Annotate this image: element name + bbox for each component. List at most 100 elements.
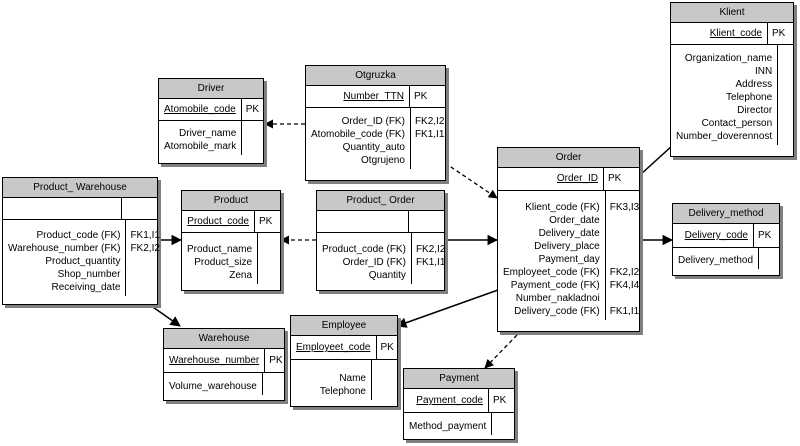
field: INN (754, 66, 773, 77)
field: Method_payment (409, 421, 487, 432)
entity-title: Delivery_method (673, 204, 779, 224)
attribute-section: Method_payment (404, 413, 514, 435)
pk-tag: PK (380, 342, 394, 353)
pk-section: Atomobile_code PK (159, 99, 263, 121)
pk-section: Klient_code PK (671, 23, 793, 45)
field-tag: FK2,I2 (130, 243, 160, 254)
field: Klient_code (FK) (525, 202, 600, 213)
link-otgruzka-order (444, 162, 498, 199)
field: Number_nakladnoi (515, 293, 600, 304)
pk-field: Klient_code (709, 28, 762, 39)
field-tag: FK1,I1 (415, 257, 446, 268)
pk-section: Number_TTN PK (306, 86, 445, 108)
pk-field: Product_code (187, 216, 249, 227)
entity-order: Order Order_ID PK Klient_code (FK) Order… (497, 147, 640, 332)
entity-klient: Klient Klient_code PK Organization_name … (670, 2, 794, 157)
pk-tag: PK (758, 230, 772, 241)
attribute-section: Organization_name INN Address Telephone … (671, 45, 793, 145)
pk-tag: PK (493, 395, 507, 406)
entity-title: Product_ Warehouse (3, 178, 157, 198)
field: Telephone (319, 386, 366, 397)
field-tag: FK4,I4 (609, 280, 640, 291)
entity-warehouse: Warehouse Warehouse_number PK Volume_war… (163, 328, 285, 401)
attribute-section: Product_name Product_size Zena (182, 233, 280, 284)
entity-title: Order (498, 148, 639, 168)
field: Telephone (726, 92, 773, 103)
field: Address (735, 79, 773, 90)
field-tag (610, 214, 637, 227)
attribute-section: Delivery_method (673, 248, 779, 269)
field: Delivery_place (534, 241, 600, 252)
field: Driver_name (179, 128, 237, 139)
field-tag: FK2,I2 (415, 244, 446, 255)
pk-section: Product_code PK (182, 211, 280, 233)
pk-section: Order_ID PK (498, 168, 639, 191)
field: Quantity (368, 270, 406, 281)
pk-section (3, 198, 157, 220)
field-tag (610, 253, 637, 266)
field: Order_date (549, 215, 600, 226)
attribute-section: Name Telephone (291, 360, 397, 400)
field: Number_doverennost (676, 131, 773, 142)
field: Atomobile_code (FK) (311, 129, 405, 140)
field: Receiving_date (51, 282, 121, 293)
pk-tag: PK (245, 104, 260, 115)
field-tag: FK2,I2 (414, 116, 445, 127)
field: Contact_person (701, 118, 773, 129)
attribute-section: Product_code (FK) Order_ID (FK) Quantity… (317, 233, 446, 284)
field: Shop_number (57, 269, 121, 280)
field: Employeet_code (FK) (503, 267, 600, 278)
entity-title: Warehouse (164, 329, 284, 349)
entity-payment: Payment Payment_code PK Method_payment (403, 368, 515, 440)
field: Delivery_code (FK) (514, 306, 600, 317)
entity-title: Otgruzka (306, 66, 445, 86)
entity-title: Payment (404, 369, 514, 389)
entity-title: Klient (671, 3, 793, 23)
field: Order_ID (FK) (341, 116, 405, 127)
pk-tag: PK (608, 173, 622, 184)
field: Payment_day (538, 254, 600, 265)
field-tag: FK1,I1 (130, 230, 160, 241)
field: Product_name (187, 244, 253, 255)
field: Volume_warehouse (169, 381, 257, 392)
pk-field: Atomobile_code (164, 104, 236, 115)
pk-field: Employeet_code (296, 342, 371, 353)
attribute-section: Order_ID (FK) Atomobile_code (FK) Quanti… (306, 108, 445, 169)
attribute-section: Volume_warehouse (164, 373, 284, 395)
field: Delivery_method (678, 255, 754, 266)
entity-title: Product_ Order (317, 191, 444, 211)
field: Product_code (FK) (322, 244, 406, 255)
field: Quantity_auto (342, 142, 405, 153)
field: Organization_name (684, 53, 773, 64)
pk-field: Order_ID (556, 173, 598, 184)
entity-title: Driver (159, 79, 263, 99)
field-tag (610, 227, 637, 240)
pk-tag: PK (772, 28, 786, 39)
link-productwarehouse-warehouse (149, 304, 181, 327)
pk-field: Warehouse_number (169, 355, 260, 366)
entity-product-order: Product_ Order Product_code (FK) Order_I… (316, 190, 445, 291)
field: Product_code (FK) (36, 230, 121, 241)
field: Payment_code (FK) (510, 280, 600, 291)
field-tag (610, 240, 637, 253)
entity-product-warehouse: Product_ Warehouse Product_code (FK) War… (2, 177, 160, 305)
attribute-section: Product_code (FK) Warehouse_number (FK) … (3, 220, 160, 296)
field: Product_quantity (45, 256, 121, 267)
field: Product_size (194, 257, 253, 268)
pk-section: Payment_code PK (404, 389, 514, 413)
field: Name (339, 373, 366, 384)
pk-section: Employeet_code PK (291, 336, 397, 360)
pk-section (317, 211, 444, 233)
entity-title: Product (182, 191, 280, 211)
field-tag: FK1,I1 (414, 129, 445, 140)
pk-tag: PK (259, 216, 273, 227)
pk-section: Delivery_code PK (673, 224, 779, 248)
field-tag: FK2,I2 (609, 267, 640, 278)
field: Zena (229, 270, 253, 281)
link-order-payment (484, 334, 518, 369)
link-order-employee (396, 289, 499, 328)
field: Director (737, 105, 773, 116)
pk-tag: PK (269, 355, 283, 366)
pk-section: Warehouse_number PK (164, 349, 284, 373)
field: Warehouse_number (FK) (8, 243, 121, 254)
